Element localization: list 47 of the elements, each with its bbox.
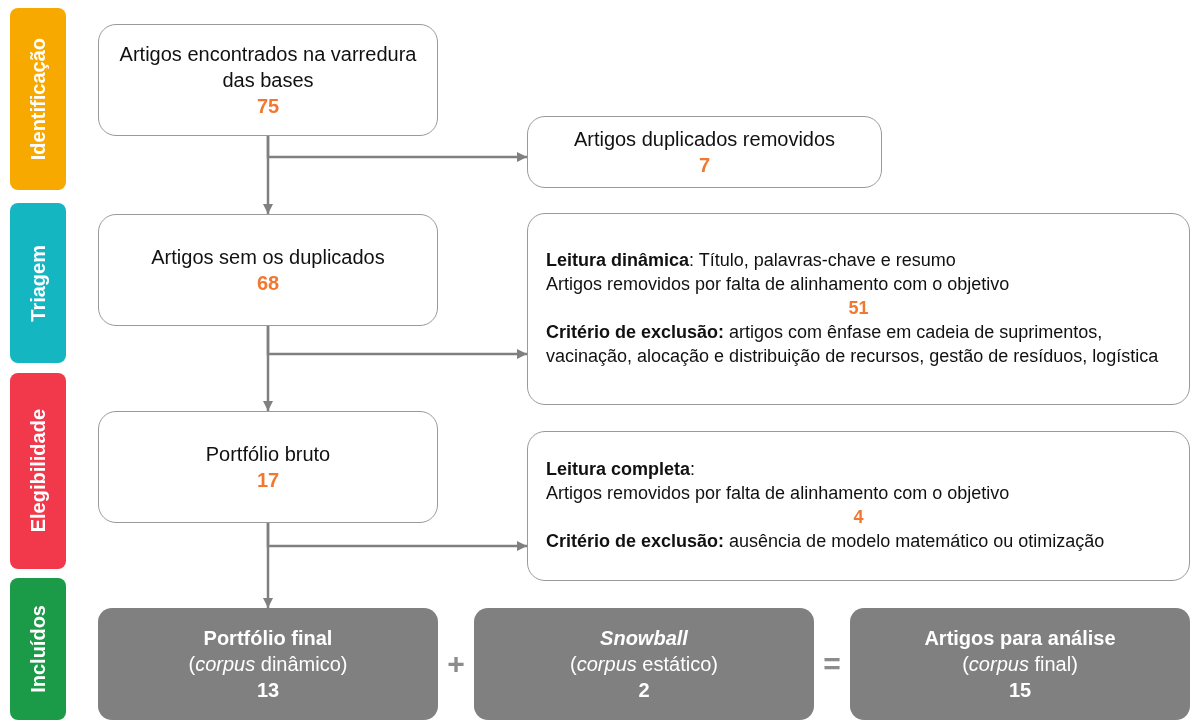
box-text: Artigos removidos por falta de alinhamento com o objetivo xyxy=(546,273,1011,297)
box-heading: Snowball xyxy=(599,626,689,651)
stage-label: Incluídos xyxy=(26,605,50,693)
count-number: 51 xyxy=(847,297,870,321)
count-number: 75 xyxy=(255,94,281,119)
stage-label: Elegibilidade xyxy=(26,409,50,533)
box-text: Critério de exclusão: ausência de modelo matemático ou otimização xyxy=(546,529,1106,553)
box-text: Artigos removidos por falta de alinhamento com o objetivo xyxy=(546,482,1011,506)
arrow xyxy=(266,326,527,359)
box-text: Leitura completa: xyxy=(546,458,697,482)
count-number: 15 xyxy=(1007,678,1033,703)
stage-band xyxy=(10,203,66,363)
stage-label: Triagem xyxy=(26,244,50,322)
result-box xyxy=(474,608,814,720)
stage-band xyxy=(10,8,66,190)
operator-sign: = xyxy=(823,649,841,679)
process-box xyxy=(527,213,1190,405)
process-box xyxy=(98,214,438,326)
stage-band xyxy=(10,373,66,569)
box-heading: Portfólio final xyxy=(202,626,334,651)
stage-label: Identificação xyxy=(26,37,50,161)
box-heading: Artigos para análise xyxy=(923,626,1117,651)
box-text: (corpus final) xyxy=(961,652,1079,677)
arrow xyxy=(266,523,527,551)
box-text: Portfólio bruto xyxy=(204,442,332,467)
box-text: Leitura dinâmica: Título, palavras-chave e resumo xyxy=(546,249,957,273)
process-box xyxy=(527,116,882,188)
count-number: 13 xyxy=(255,678,281,703)
process-box xyxy=(527,431,1190,581)
stage-band xyxy=(10,578,66,720)
box-text: (corpus dinâmico) xyxy=(187,652,349,677)
count-number: 17 xyxy=(255,468,281,493)
count-number: 7 xyxy=(697,153,712,178)
process-box xyxy=(98,24,438,136)
box-text: (corpus estático) xyxy=(569,652,719,677)
box-text: Critério de exclusão: artigos com ênfase em cadeia de suprimentos, vacinação, alocação e distribuição de recursos, gestão de resíduos, logística xyxy=(546,320,1160,368)
result-box xyxy=(850,608,1190,720)
count-number: 68 xyxy=(255,271,281,296)
result-box xyxy=(98,608,438,720)
box-text: Artigos encontrados na varredura das bases xyxy=(118,42,418,93)
count-number: 2 xyxy=(637,678,651,703)
process-box xyxy=(98,411,438,523)
box-text: Artigos duplicados removidos xyxy=(572,127,837,152)
box-text: Artigos sem os duplicados xyxy=(150,245,386,270)
count-number: 4 xyxy=(852,506,865,529)
operator-sign: + xyxy=(447,649,465,679)
arrow xyxy=(266,136,527,162)
